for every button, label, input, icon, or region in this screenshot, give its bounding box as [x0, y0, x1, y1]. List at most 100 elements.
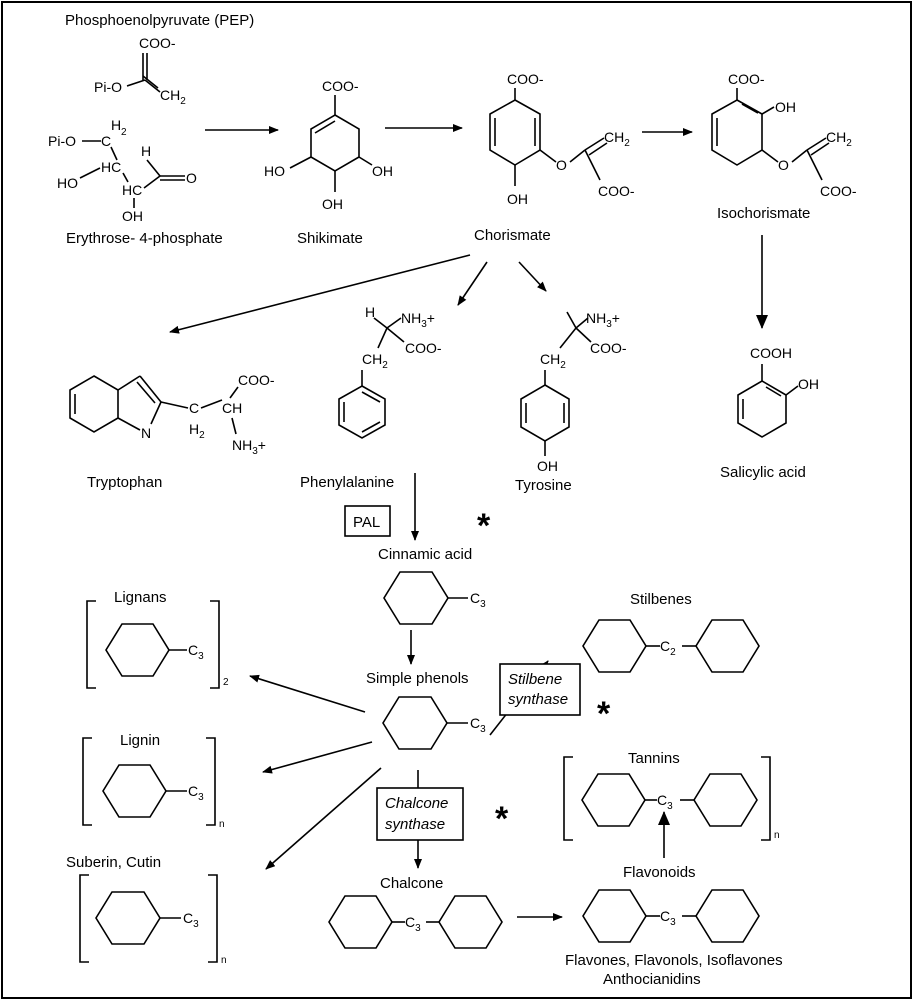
svg-text:COO-: COO-: [238, 372, 275, 388]
arrow-chorismate-to-phenylalanine: [457, 261, 488, 306]
flavones-label-1: Flavones, Flavonols, Isoflavones: [565, 952, 783, 969]
e4p-structure: Pi-O C H 2 HC HO HC OH H O Erythrose- 4-…: [48, 117, 223, 247]
e4p-phospho-group: Pi-O: [48, 133, 76, 149]
chalcone-synthase-label-1: Chalcone: [385, 795, 448, 812]
chorismate-ch2: CH2: [604, 129, 630, 149]
e4p-c2: HC: [101, 159, 121, 175]
chalcone-label: Chalcone: [380, 875, 443, 892]
lignans-c3: C3: [188, 642, 204, 662]
pep-structure: Phosphoenolpyruvate (PEP) COO- Pi-O CH2: [65, 12, 254, 107]
chalcone-structure: Chalcone C3: [328, 875, 503, 949]
key-step-marker-chalcone: *: [495, 800, 509, 838]
chalcone-synthase-box: Chalcone synthase: [376, 787, 464, 841]
arrow-phenols-to-lignin: [262, 741, 373, 774]
chorismate-label: Chorismate: [474, 227, 551, 244]
key-step-marker-pal: *: [477, 507, 491, 545]
cinnamic-c3: C3: [470, 590, 486, 610]
svg-text:H: H: [111, 117, 121, 133]
svg-text:N: N: [141, 425, 151, 441]
arrow-phenols-to-lignans: [249, 674, 366, 713]
tannins-label: Tannins: [628, 750, 680, 767]
svg-text:O: O: [556, 157, 567, 173]
svg-text:H: H: [365, 304, 375, 320]
svg-text:OH: OH: [122, 208, 143, 224]
stilbenes-label: Stilbenes: [630, 591, 692, 608]
arrow-chorismate-to-tryptophan: [169, 254, 471, 334]
svg-text:COO-: COO-: [590, 340, 627, 356]
cinnamic-structure: C3: [383, 571, 486, 625]
key-step-marker-stilbene: *: [597, 695, 611, 733]
pep-phospho-group: Pi-O: [94, 79, 122, 95]
svg-text:OH: OH: [537, 458, 558, 474]
stilbene-synthase-label-2: synthase: [508, 691, 568, 708]
lignans-label: Lignans: [114, 589, 167, 606]
lignin-c3: C3: [188, 783, 204, 803]
svg-text:OH: OH: [775, 99, 796, 115]
suberin-label: Suberin, Cutin: [66, 854, 161, 871]
svg-text:HO: HO: [264, 163, 285, 179]
salicylic-structure: COOH OH Salicylic acid: [720, 345, 819, 481]
stilbene-synthase-box: Stilbene synthase: [499, 663, 581, 716]
isochorismate-label: Isochorismate: [717, 205, 810, 222]
tyrosine-structure: NH3+ COO- CH2 OH Tyrosine: [515, 310, 627, 494]
svg-text:COOH: COOH: [750, 345, 792, 361]
svg-text:COO-: COO-: [820, 183, 857, 199]
pep-ch2: CH2: [160, 87, 186, 107]
arrow-phenols-to-suberin: [265, 767, 382, 870]
tyrosine-nh3: NH3+: [586, 310, 620, 330]
svg-text:OH: OH: [322, 196, 343, 212]
shikimate-label: Shikimate: [297, 230, 363, 247]
svg-text:COO-: COO-: [507, 71, 544, 87]
pal-enzyme-box: PAL: [344, 505, 391, 537]
lignans-structure: Lignans 2 C3: [86, 589, 229, 689]
flavones-c3: C3: [660, 908, 676, 928]
chalcone-c3: C3: [405, 914, 421, 934]
flavones-label-2: Anthocianidins: [603, 971, 701, 988]
chalcone-synthase-label-2: synthase: [385, 816, 445, 833]
phenylalanine-ch2: CH2: [362, 351, 388, 371]
tryptophan-nh3: NH3+: [232, 437, 266, 457]
svg-text:n: n: [219, 819, 225, 830]
svg-text:OH: OH: [798, 376, 819, 392]
phenylalanine-label: Phenylalanine: [300, 474, 394, 491]
e4p-c1: C: [101, 133, 111, 149]
tryptophan-h2: H2: [189, 421, 205, 441]
flavonoids-label: Flavonoids: [623, 864, 696, 881]
isochorismate-ch2: CH2: [826, 129, 852, 149]
svg-text:HO: HO: [57, 175, 78, 191]
svg-text:n: n: [774, 830, 780, 841]
stilbene-synthase-label-1: Stilbene: [508, 671, 562, 688]
svg-text:COO-: COO-: [405, 340, 442, 356]
pal-label: PAL: [353, 514, 380, 531]
tyrosine-ch2: CH2: [540, 351, 566, 371]
shikimate-structure: COO- HO OH OH Shikimate: [264, 78, 393, 247]
svg-text:2: 2: [121, 127, 127, 138]
svg-text:CH: CH: [222, 400, 242, 416]
stilbenes-c2: C2: [660, 638, 676, 658]
suberin-structure: Suberin, Cutin n C3: [66, 854, 227, 966]
svg-text:OH: OH: [372, 163, 393, 179]
flavones-structure: C3 Flavones, Flavonols, Isoflavones Anth…: [565, 889, 783, 988]
chorismate-structure: COO- OH O CH2 COO- Chorismate: [474, 71, 635, 244]
isochorismate-structure: COO- OH O CH2 COO- Isochorismate: [711, 71, 857, 222]
phenylalanine-nh3: NH3+: [401, 310, 435, 330]
svg-text:COO-: COO-: [322, 78, 359, 94]
tryptophan-label: Tryptophan: [87, 474, 162, 491]
lignin-structure: Lignin n C3: [82, 732, 225, 830]
svg-text:H: H: [141, 143, 151, 159]
svg-text:n: n: [221, 955, 227, 966]
svg-text:O: O: [778, 157, 789, 173]
phenylalanine-structure: H NH3+ COO- CH2 Phenylalanine: [300, 304, 442, 491]
svg-text:2: 2: [223, 677, 229, 688]
cinnamic-label: Cinnamic acid: [378, 546, 472, 563]
svg-text:O: O: [186, 170, 197, 186]
stilbenes-structure: Stilbenes C2: [582, 591, 760, 673]
phenols-c3: C3: [470, 715, 486, 735]
e4p-label: Erythrose- 4-phosphate: [66, 230, 223, 247]
tannins-structure: Tannins n C3: [563, 750, 780, 841]
suberin-c3: C3: [183, 910, 199, 930]
svg-text:COO-: COO-: [728, 71, 765, 87]
